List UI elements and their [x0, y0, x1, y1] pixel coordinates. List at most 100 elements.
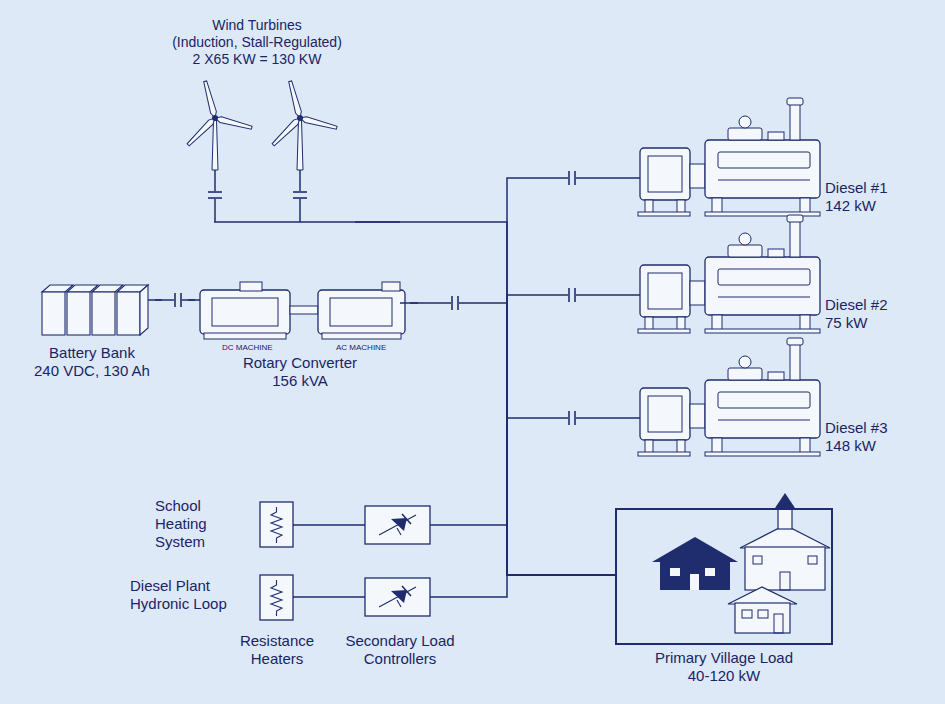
battery-bank: [42, 285, 148, 335]
power-line: [355, 222, 615, 575]
wind-turbine: [293, 191, 307, 199]
village-houses: [660, 561, 730, 590]
component-label: Battery Bank: [49, 344, 135, 362]
rotary-converter: [204, 333, 286, 339]
component-node: School Heating System: [150, 493, 293, 554]
rotary-converter: [290, 306, 318, 314]
component-label: Diesel #1: [825, 179, 888, 197]
village-houses: [728, 587, 797, 604]
power-line: [507, 295, 640, 575]
component-label: Diesel #2: [825, 296, 888, 314]
power-line: [293, 575, 615, 597]
rotary-converter: [188, 282, 418, 339]
power-line: [507, 178, 640, 575]
village-houses: [808, 556, 817, 564]
wind-turbine: [297, 120, 303, 170]
component-label: Rotary Converter: [243, 354, 357, 372]
turbine-feeder: [214, 221, 400, 223]
diesel-generator: [638, 338, 820, 456]
rotary-converter: [330, 298, 392, 326]
circuit-breaker: [451, 296, 459, 310]
rotary-converter: [200, 290, 290, 334]
component-node: Rotary Converter156 kVA: [195, 282, 410, 394]
wind-turbine: [299, 115, 337, 131]
circuit-breaker: [568, 411, 576, 425]
component-node: Wind Turbines(Induction, Stall-Regulated…: [160, 10, 355, 225]
component-label: (Induction, Stall-Regulated): [172, 34, 342, 51]
village-houses: [775, 493, 795, 508]
rotary-converter: [382, 282, 400, 291]
battery-bank: [42, 285, 162, 335]
wind-turbine: [287, 81, 303, 119]
load-controller: [365, 506, 430, 544]
machine-label: DC MACHINE: [222, 343, 273, 353]
battery-bank: [67, 292, 90, 335]
wind-turbine: [212, 120, 218, 170]
village-houses: [652, 493, 830, 633]
component-node: Diesel #1142 kW: [640, 123, 905, 228]
component-label: 148 kW: [825, 437, 876, 455]
power-line: [507, 418, 640, 575]
rotary-converter: [400, 302, 418, 304]
wind-turbine: [214, 115, 252, 131]
wind-turbine: [186, 81, 252, 222]
power-line: [410, 303, 615, 575]
rotary-converter: [322, 333, 401, 339]
component-node: Battery Bank240 VDC, 130 Ah: [30, 280, 155, 385]
circuit-breaker: [174, 293, 182, 307]
circuit-breaker: [568, 288, 576, 302]
component-label: 240 VDC, 130 Ah: [34, 362, 150, 380]
component-label: Diesel #3: [825, 419, 888, 437]
village-houses: [742, 610, 752, 618]
village-houses: [778, 507, 792, 529]
component-node: Diesel #3148 kW: [640, 363, 905, 468]
wind-turbine: [271, 81, 337, 222]
village-houses: [774, 614, 783, 633]
rotary-converter: [318, 290, 405, 334]
village-houses: [652, 537, 738, 562]
village-houses: [758, 610, 768, 618]
power-line: [293, 525, 615, 575]
resistance-heater: [260, 502, 293, 547]
component-label: Primary Village Load: [655, 649, 793, 667]
battery-bank: [42, 292, 65, 335]
village-houses: [745, 547, 825, 590]
circuit-breaker: [568, 171, 576, 185]
village-houses: [753, 556, 762, 564]
diesel-generator: [638, 98, 820, 216]
rotary-converter: [240, 282, 262, 291]
load-frame: [615, 508, 833, 645]
wind-turbine: [271, 116, 302, 147]
village-houses: [670, 568, 680, 576]
component-label: Diesel Plant Hydronic Loop: [130, 577, 245, 613]
component-label: 156 kVA: [272, 372, 328, 390]
column-caption: Secondary Load Controllers: [330, 632, 470, 668]
resistance-heater: [260, 575, 293, 620]
component-label: 40-120 kW: [688, 667, 761, 685]
component-label: 2 X65 KW = 130 KW: [193, 51, 322, 68]
village-houses: [735, 603, 790, 633]
component-node: Diesel #275 kW: [640, 240, 905, 345]
diesel-generator: [638, 215, 820, 333]
wind-turbine: [212, 115, 218, 121]
battery-bank: [140, 285, 148, 335]
wind-turbine: [208, 191, 222, 199]
component-label: School Heating System: [155, 497, 240, 551]
load-controller: [365, 578, 430, 616]
village-houses: [780, 572, 790, 590]
battery-bank: [92, 292, 115, 335]
component-label: Wind Turbines: [212, 17, 301, 34]
village-houses: [690, 574, 699, 590]
column-caption: Resistance Heaters: [227, 632, 327, 668]
wind-turbine: [297, 115, 303, 121]
component-label: 142 kW: [825, 197, 876, 215]
component-label: 75 kW: [825, 314, 868, 332]
battery-bank: [117, 292, 140, 335]
component-node: Diesel Plant Hydronic Loop: [125, 570, 293, 625]
village-houses: [705, 568, 715, 576]
rotary-converter: [212, 298, 278, 326]
machine-label: AC MACHINE: [336, 343, 386, 353]
wind-turbine: [186, 116, 217, 147]
wind-turbine: [202, 81, 218, 119]
component-node: Primary Village Load40-120 kW: [615, 508, 833, 688]
